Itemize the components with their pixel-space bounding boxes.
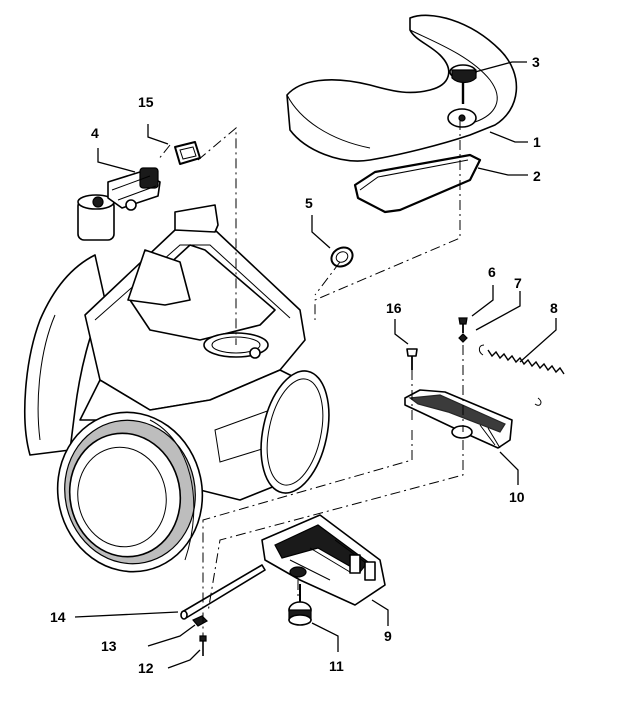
- callout-4: 4: [91, 125, 99, 141]
- part-9-caster-base: [261, 514, 386, 606]
- callout-12: 12: [138, 660, 154, 676]
- wheels: [56, 370, 330, 573]
- leader-lines: [74, 61, 557, 669]
- part-2-gasket: [353, 153, 482, 214]
- part-1-carry-handle: [286, 14, 518, 162]
- callout-15: 15: [138, 94, 154, 110]
- callout-14: 14: [50, 609, 66, 625]
- callout-3: 3: [532, 54, 540, 70]
- part-11-caster: [288, 584, 312, 626]
- callout-11: 11: [329, 658, 344, 674]
- part-3-knob-screw: [449, 64, 477, 104]
- callout-numbers: 1 2 3 4 5 6 7 8 9 10 11 12 13 14 15 16: [50, 54, 558, 676]
- part-10-bracket: [404, 389, 513, 449]
- alignment-lines: [157, 120, 464, 636]
- parts-6-7-16-screws: [406, 317, 468, 370]
- callout-13: 13: [101, 638, 117, 654]
- callout-2: 2: [533, 168, 541, 184]
- part-8-spring: [478, 344, 565, 406]
- callout-10: 10: [509, 489, 525, 505]
- callout-6: 6: [488, 264, 496, 280]
- callout-8: 8: [550, 300, 558, 316]
- callout-7: 7: [514, 275, 522, 291]
- callout-16: 16: [386, 300, 402, 316]
- callout-5: 5: [305, 195, 313, 211]
- vacuum-body: [24, 204, 311, 501]
- part-5-grommet: [330, 246, 354, 268]
- part-15-square-seal: [174, 141, 201, 165]
- parts-12-13-14-axle: [180, 564, 266, 656]
- part-4-switch-assembly: [77, 167, 161, 241]
- callout-1: 1: [533, 134, 541, 150]
- callout-9: 9: [384, 628, 392, 644]
